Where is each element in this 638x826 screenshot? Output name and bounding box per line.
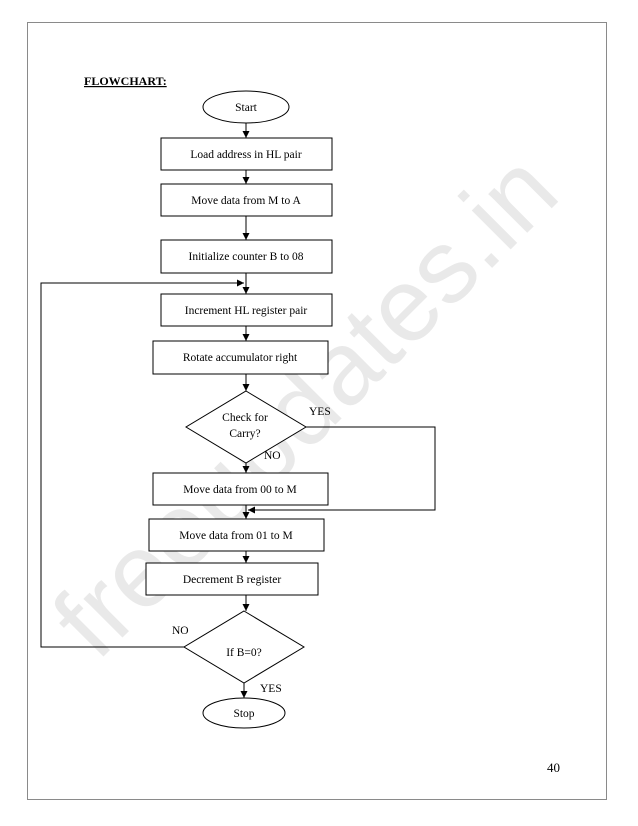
- decrement-b-box: Decrement B register: [145, 562, 319, 596]
- move-m-to-a-label: Move data from M to A: [191, 195, 301, 207]
- load-address-box: Load address in HL pair: [160, 137, 333, 171]
- move-00-label: Move data from 00 to M: [183, 484, 296, 496]
- load-address-label: Load address in HL pair: [190, 149, 302, 161]
- if-b-zero-label: If B=0?: [226, 647, 262, 659]
- page-number: 40: [547, 760, 560, 775]
- move-m-to-a-box: Move data from M to A: [160, 183, 333, 217]
- b0-yes-label: YES: [260, 683, 282, 695]
- stop-label: Stop: [233, 708, 254, 720]
- check-carry-label-line2: Carry?: [229, 428, 260, 440]
- move-00-box: Move data from 00 to M: [152, 472, 329, 506]
- decrement-b-label: Decrement B register: [183, 574, 282, 586]
- check-carry-decision: Check for Carry?: [185, 390, 307, 464]
- move-01-box: Move data from 01 to M: [148, 518, 325, 552]
- start-label: Start: [235, 102, 258, 114]
- arrow-loop-back: [40, 279, 244, 648]
- arrow-check-yes: [248, 426, 436, 514]
- page-border: [27, 22, 607, 800]
- flowchart-heading: FLOWCHART:: [84, 74, 167, 88]
- if-b-zero-decision: If B=0?: [183, 610, 305, 684]
- init-counter-box: Initialize counter B to 08: [160, 239, 333, 274]
- carry-yes-label: YES: [309, 406, 331, 418]
- start-node: Start: [202, 90, 290, 124]
- carry-no-label: NO: [264, 450, 281, 462]
- rotate-acc-box: Rotate accumulator right: [152, 340, 329, 375]
- init-counter-label: Initialize counter B to 08: [189, 251, 304, 263]
- increment-hl-label: Increment HL register pair: [185, 305, 308, 317]
- move-01-label: Move data from 01 to M: [179, 530, 292, 542]
- increment-hl-box: Increment HL register pair: [160, 293, 333, 327]
- stop-node: Stop: [202, 697, 286, 729]
- b0-no-label: NO: [172, 625, 189, 637]
- check-carry-label-line1: Check for: [222, 412, 268, 424]
- rotate-acc-label: Rotate accumulator right: [183, 352, 298, 364]
